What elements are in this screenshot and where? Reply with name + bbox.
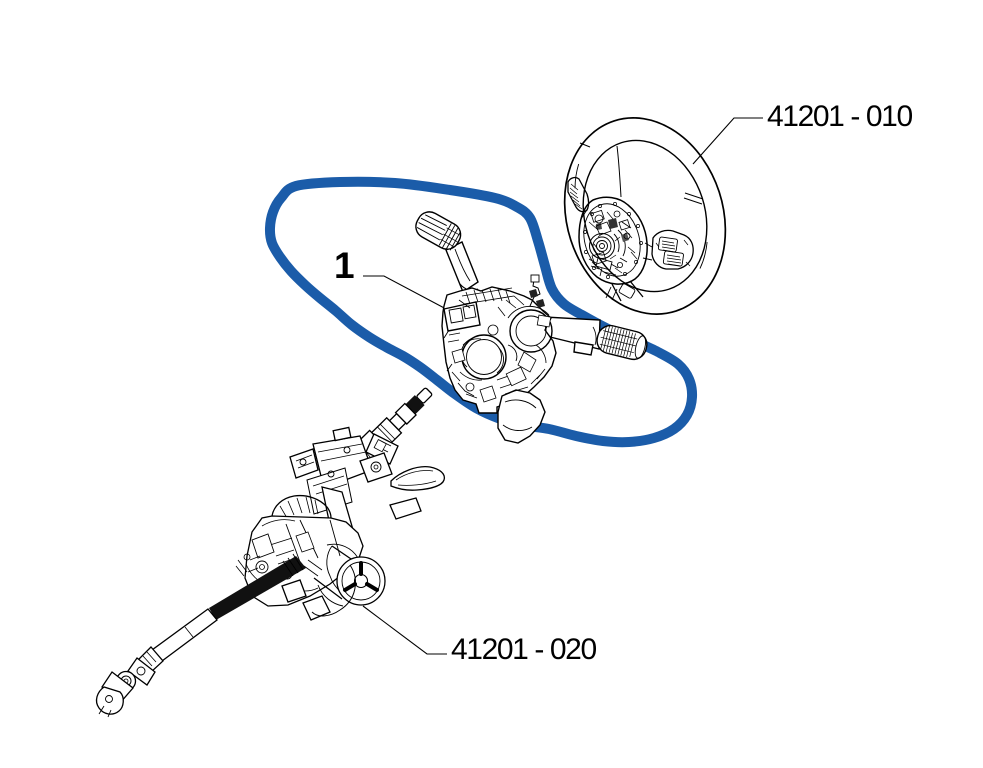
svg-text:41201 - 020: 41201 - 020: [451, 633, 596, 666]
svg-text:41201 - 010: 41201 - 010: [767, 100, 912, 133]
svg-text:1: 1: [334, 245, 355, 286]
